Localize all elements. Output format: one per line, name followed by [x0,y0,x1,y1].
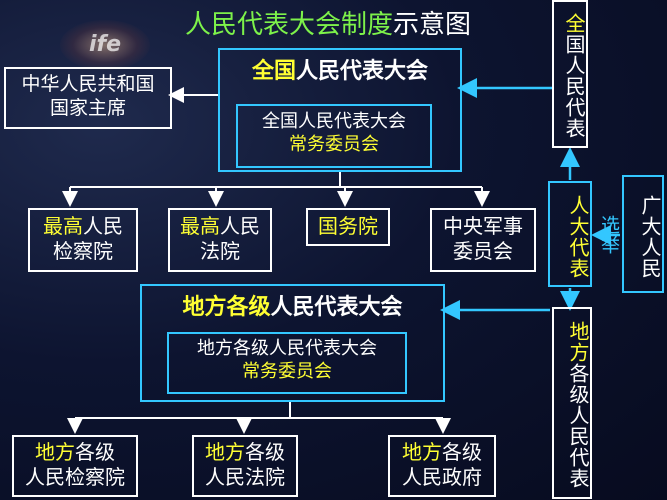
npc-to-organs-tree [62,172,490,207]
deputies-label: 人大代表 [566,195,590,279]
central-military-commission-box: 中央军事 委员会 [430,208,536,272]
npc-highlight: 全国 [251,59,296,84]
national-deputies-box: 全国人民代表 [552,0,588,148]
organ-prefix: 地方 [35,440,75,464]
organ-line2: 检察院 [53,239,113,263]
organ-line2: 人民政府 [402,465,482,489]
local-procuratorate-box: 地方各级 人民检察院 [12,435,138,497]
elect-label: 选举 [598,200,620,270]
people-label: 广大人民 [638,195,662,279]
president-box: 中华人民共和国 国家主席 [4,67,172,129]
organ-rest: 各级 [75,440,115,464]
deputies-box: 人大代表 [548,181,592,287]
organ-rest: 人民 [83,214,123,238]
president-line1: 中华人民共和国 [21,73,155,95]
title-suffix: 示意图 [393,10,472,40]
npc-rest: 人民代表大会 [296,59,429,84]
organ-line2: 法院 [200,239,240,263]
local-deputies-rest: 各级人民代表 [566,363,590,489]
organ-rest: 各级 [442,440,482,464]
npc-box: 全国人民代表大会 [218,48,462,172]
local-deputies-highlight: 地方 [566,321,590,363]
organ-rest: 人民 [220,214,260,238]
npc-standing-line2: 常务委员会 [289,133,379,155]
npc-standing-committee-box: 全国人民代表大会 常务委员会 [236,104,432,168]
elect-text: 选举 [598,215,620,255]
organ-line2: 人民检察院 [25,465,125,489]
local-standing-line2: 常务委员会 [242,360,332,382]
supreme-court-box: 最高人民 法院 [168,208,272,272]
npc-standing-line1: 全国人民代表大会 [262,111,406,132]
local-standing-line1: 地方各级人民代表大会 [197,338,377,359]
organ-rest: 国务院 [318,214,378,238]
local-government-box: 地方各级 人民政府 [388,435,496,497]
organ-rest: 各级 [245,440,285,464]
supreme-procuratorate-box: 最高人民 检察院 [28,208,138,272]
organ-prefix: 最高 [43,214,83,238]
organ-line2: 人民法院 [205,465,285,489]
local-congress-rest: 人民代表大会 [270,295,403,320]
president-line2: 国家主席 [49,96,126,119]
national-deputies-rest: 国人民代表 [562,34,586,139]
local-standing-committee-box: 地方各级人民代表大会 常务委员会 [167,332,407,394]
local-court-box: 地方各级 人民法院 [192,435,298,497]
page-title: 人民代表大会制度示意图 [185,4,515,41]
people-box: 广大人民 [622,175,664,293]
local-to-organs-tree [67,402,451,434]
local-deputies-box: 地方各级人民代表 [552,307,592,499]
organ-prefix: 最高 [180,214,220,238]
local-congress-highlight: 地方各级 [182,295,271,320]
organ-prefix: 地方 [205,440,245,464]
organ-prefix: 地方 [402,440,442,464]
title-main: 人民代表大会制度 [185,10,394,40]
national-deputies-highlight: 全 [562,13,586,34]
organ-line2: 委员会 [453,239,513,263]
logo-glow: ife [60,20,150,70]
organ-rest: 中央军事 [443,214,523,238]
state-council-box: 国务院 [306,208,390,246]
local-congress-box: 地方各级人民代表大会 [140,284,445,402]
